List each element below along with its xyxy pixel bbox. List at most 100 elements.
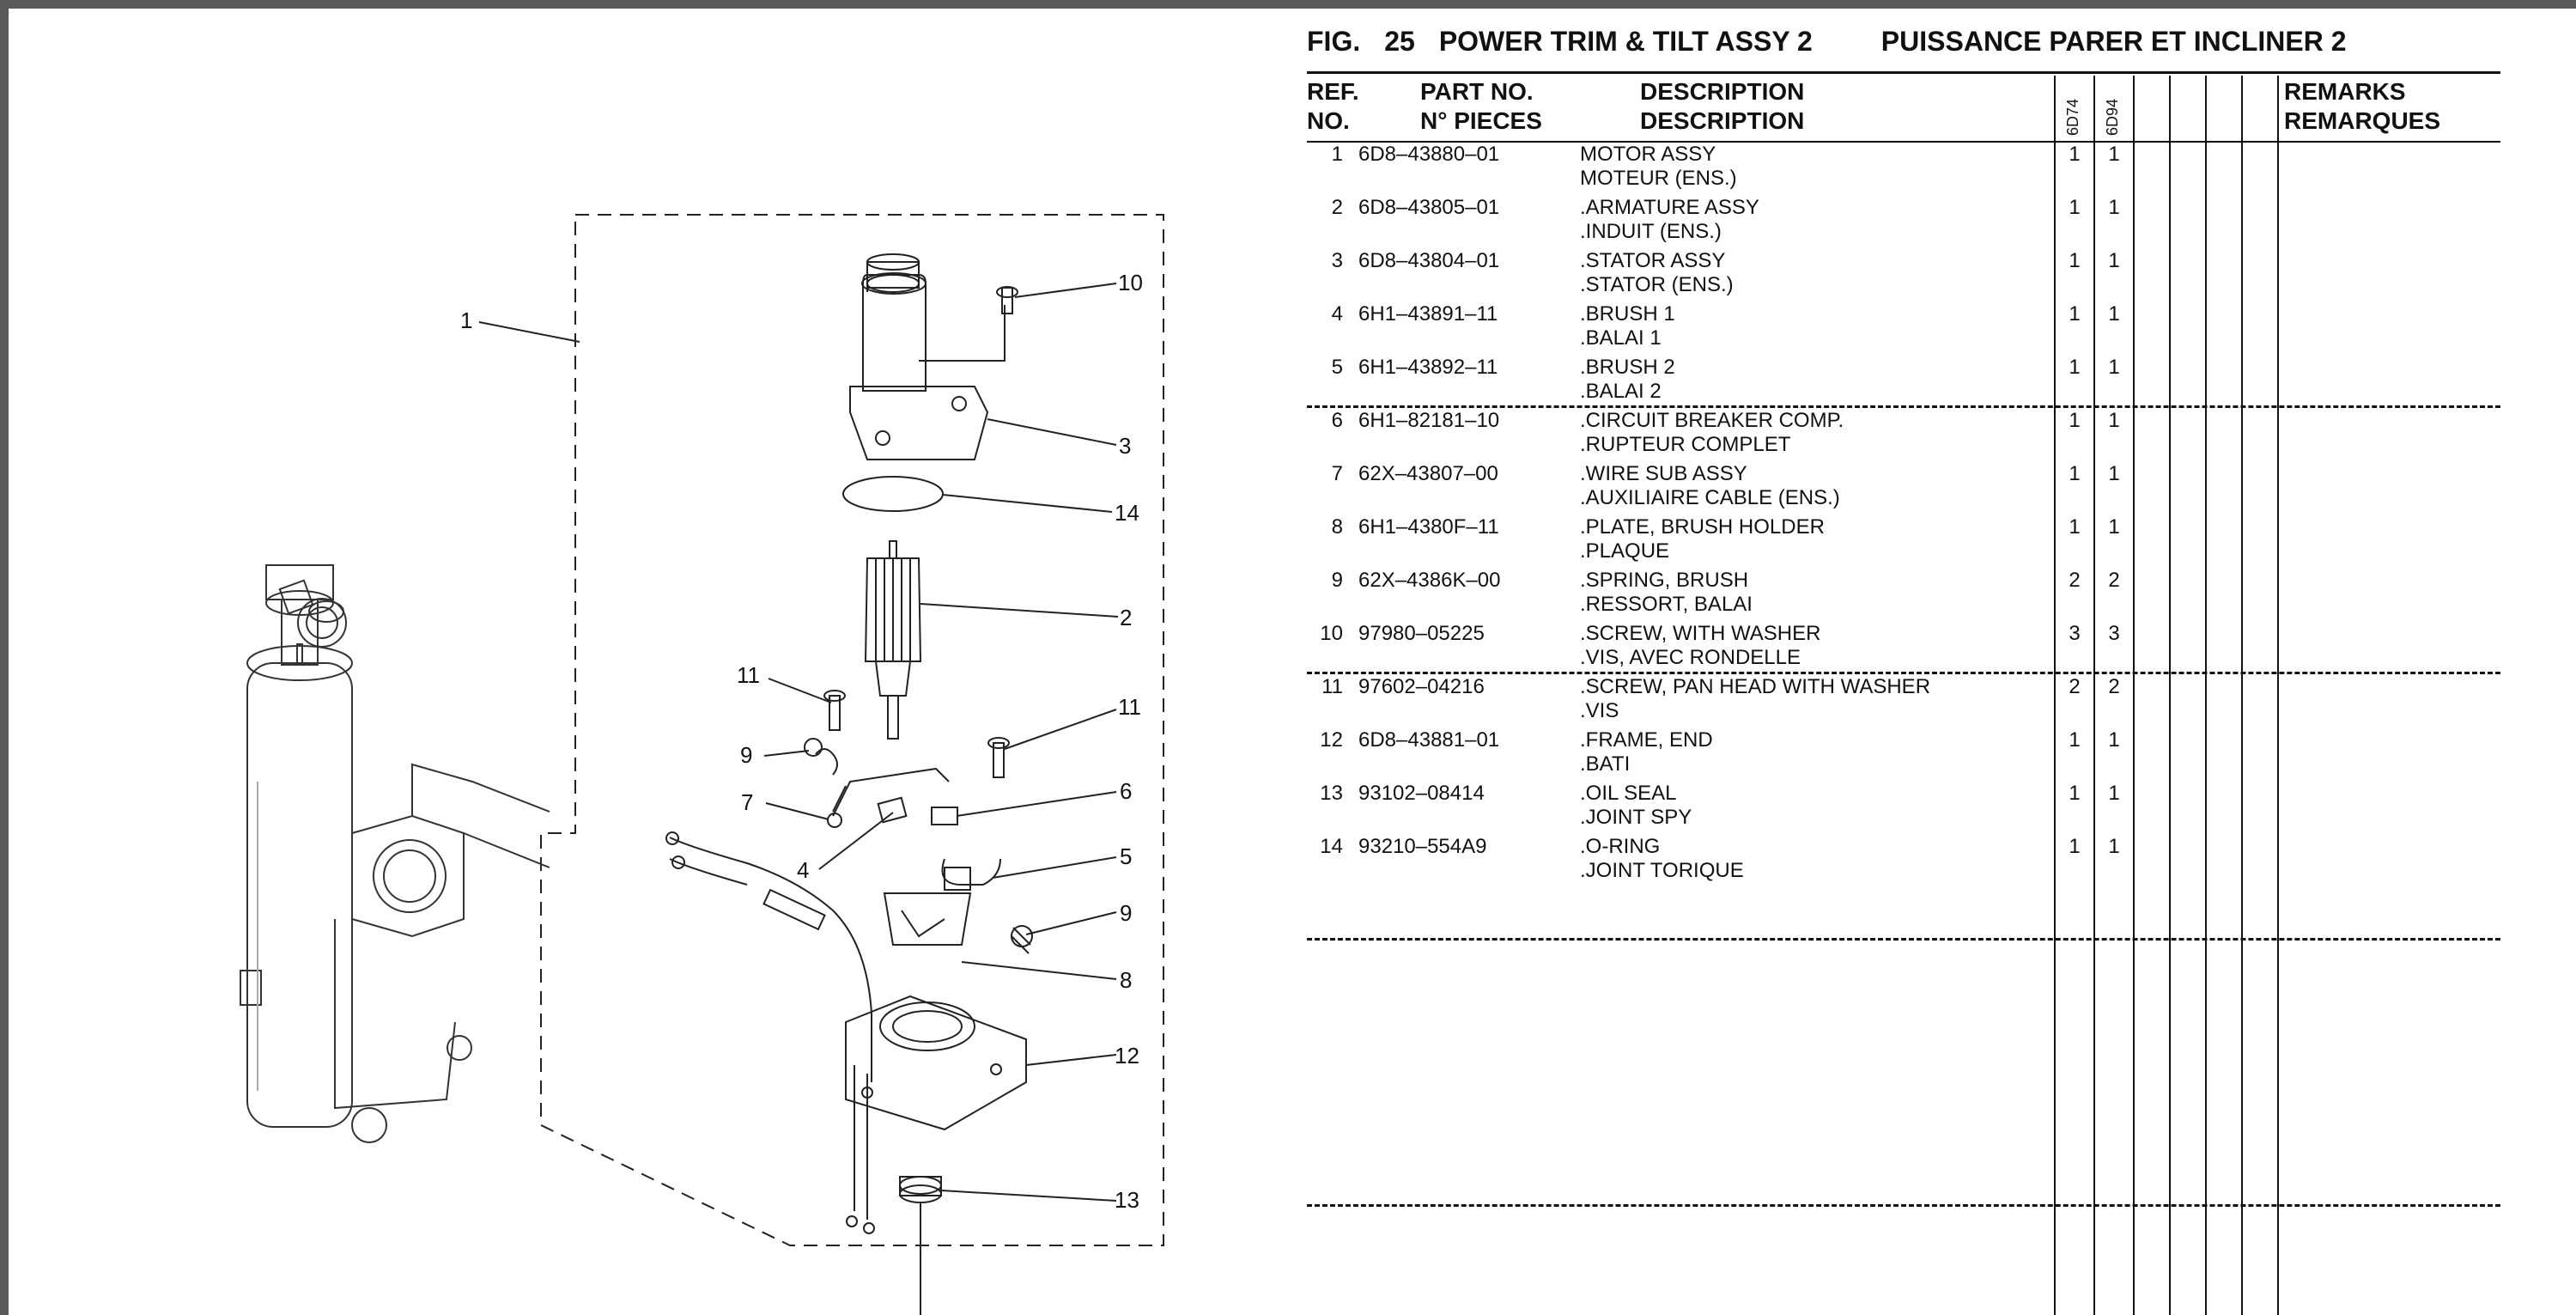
screw-11-drawing bbox=[823, 690, 1010, 778]
qty-6d74-cell: 1 bbox=[2069, 249, 2081, 272]
description-fr: .RESSORT, BALAI bbox=[1580, 593, 1753, 616]
qty-6d74-cell: 1 bbox=[2069, 356, 2081, 379]
part-number-cell: 93102–08414 bbox=[1358, 782, 1485, 805]
description-en: .SCREW, PAN HEAD WITH WASHER bbox=[1580, 675, 1931, 698]
qty-6d94-cell: 1 bbox=[2108, 356, 2120, 379]
qty-6d94-cell: 1 bbox=[2108, 302, 2120, 326]
callout-13: 13 bbox=[1115, 1187, 1139, 1213]
qty-6d94-cell: 2 bbox=[2108, 569, 2120, 592]
callout-7: 7 bbox=[741, 789, 753, 815]
ref-cell: 1 bbox=[1331, 143, 1343, 166]
part-number-cell: 6H1–43891–11 bbox=[1358, 302, 1498, 326]
part-number-cell: 6H1–4380F–11 bbox=[1358, 515, 1499, 539]
ref-header: REF.NO. bbox=[1307, 78, 1359, 134]
screw-10-drawing bbox=[996, 286, 1018, 314]
qty-6d74-cell: 2 bbox=[2069, 569, 2081, 592]
qty-6d74-cell: 2 bbox=[2069, 675, 2081, 698]
ref-cell: 6 bbox=[1331, 409, 1343, 432]
qty-6d74-cell: 1 bbox=[2069, 302, 2081, 326]
callout-5: 5 bbox=[1120, 843, 1132, 869]
description-cell: .PLATE, BRUSH HOLDER.PLAQUE bbox=[1580, 515, 1825, 563]
callout-14: 14 bbox=[1115, 500, 1139, 526]
description-fr: .RUPTEUR COMPLET bbox=[1580, 433, 1791, 456]
qty-6d74-cell: 1 bbox=[2069, 143, 2081, 166]
trim-cylinder-drawing bbox=[240, 564, 550, 1143]
part-number-cell: 6D8–43880–01 bbox=[1358, 143, 1500, 166]
qty-6d74-cell: 1 bbox=[2069, 835, 2081, 858]
part-number-cell: 97602–04216 bbox=[1358, 675, 1485, 698]
callout-12: 12 bbox=[1115, 1043, 1139, 1068]
ref-cell: 12 bbox=[1320, 728, 1343, 752]
model-6d94-header: 6D94 bbox=[2104, 98, 2121, 136]
ref-cell: 10 bbox=[1320, 622, 1343, 645]
description-en: .ARMATURE ASSY bbox=[1580, 196, 1759, 219]
end-frame-drawing bbox=[845, 995, 1027, 1234]
description-cell: .O-RING.JOINT TORIQUE bbox=[1580, 835, 1744, 883]
description-fr: .BALAI 1 bbox=[1580, 326, 1662, 350]
callout-6: 6 bbox=[1120, 778, 1132, 804]
catalog-page: 1 10 3 14 2 11 11 9 7 6 4 5 9 8 12 13 FI… bbox=[9, 9, 2576, 1315]
description-fr: MOTEUR (ENS.) bbox=[1580, 167, 1737, 190]
description-en: .PLATE, BRUSH HOLDER bbox=[1580, 515, 1825, 539]
leader-lines bbox=[478, 283, 1119, 1202]
description-cell: .WIRE SUB ASSY.AUXILIAIRE CABLE (ENS.) bbox=[1580, 462, 1840, 510]
description-en: .OIL SEAL bbox=[1580, 782, 1677, 805]
description-en: .O-RING bbox=[1580, 835, 1661, 858]
part-number-cell: 62X–43807–00 bbox=[1358, 462, 1498, 485]
description-en: .BRUSH 1 bbox=[1580, 302, 1675, 326]
callout-1: 1 bbox=[460, 307, 472, 333]
qty-6d94-cell: 1 bbox=[2108, 462, 2120, 485]
part-number-cell: 6H1–43892–11 bbox=[1358, 356, 1498, 379]
qty-6d94-cell: 1 bbox=[2108, 728, 2120, 752]
qty-6d94-cell: 1 bbox=[2108, 143, 2120, 166]
description-en: .BRUSH 2 bbox=[1580, 356, 1675, 379]
description-cell: .FRAME, END.BATI bbox=[1580, 728, 1713, 776]
description-en: .SPRING, BRUSH bbox=[1580, 569, 1749, 592]
figure-title-en: POWER TRIM & TILT ASSY 2 bbox=[1438, 26, 1813, 57]
part-number-cell: 6D8–43805–01 bbox=[1358, 196, 1500, 219]
description-en: .STATOR ASSY bbox=[1580, 249, 1726, 272]
description-fr: .BATI bbox=[1580, 752, 1631, 776]
description-cell: .STATOR ASSY.STATOR (ENS.) bbox=[1580, 249, 1734, 297]
callout-11b: 11 bbox=[1118, 694, 1141, 720]
callout-8: 8 bbox=[1120, 967, 1132, 993]
qty-6d74-cell: 1 bbox=[2069, 409, 2081, 432]
qty-6d94-cell: 1 bbox=[2108, 409, 2120, 432]
description-cell: .SCREW, WITH WASHER.VIS, AVEC RONDELLE bbox=[1580, 622, 1820, 670]
stator-drawing bbox=[849, 253, 1005, 460]
part-number-cell: 6H1–82181–10 bbox=[1358, 409, 1500, 432]
description-en: .SCREW, WITH WASHER bbox=[1580, 622, 1821, 645]
description-cell: .SCREW, PAN HEAD WITH WASHER.VIS bbox=[1580, 675, 1930, 723]
qty-6d94-cell: 1 bbox=[2108, 249, 2120, 272]
callout-4: 4 bbox=[797, 857, 809, 883]
qty-6d94-cell: 1 bbox=[2108, 196, 2120, 219]
assembly-boundary bbox=[540, 214, 1164, 1246]
brush-holder-drawing bbox=[665, 738, 1033, 1082]
ref-cell: 14 bbox=[1320, 835, 1343, 858]
ref-cell: 3 bbox=[1331, 249, 1343, 272]
description-cell: .BRUSH 2.BALAI 2 bbox=[1580, 356, 1675, 404]
figure-title-fr: PUISSANCE PARER ET INCLINER 2 bbox=[1880, 26, 2347, 57]
description-fr: .BALAI 2 bbox=[1580, 380, 1662, 403]
oil-seal-drawing bbox=[899, 1176, 942, 1315]
table-row: 3 6D8–43804–01 1 1 .STATOR ASSY.STATOR (ENS.… bbox=[1297, 249, 2576, 302]
figure-number: 25 bbox=[1384, 26, 1415, 57]
qty-6d74-cell: 1 bbox=[2069, 515, 2081, 539]
part-number-cell: 6D8–43804–01 bbox=[1358, 249, 1500, 272]
part-number-cell: 62X–4386K–00 bbox=[1358, 569, 1501, 592]
callout-9b: 9 bbox=[1120, 900, 1132, 926]
part-number-cell: 93210–554A9 bbox=[1358, 835, 1487, 858]
ref-cell: 7 bbox=[1331, 462, 1343, 485]
callout-2: 2 bbox=[1120, 605, 1132, 630]
